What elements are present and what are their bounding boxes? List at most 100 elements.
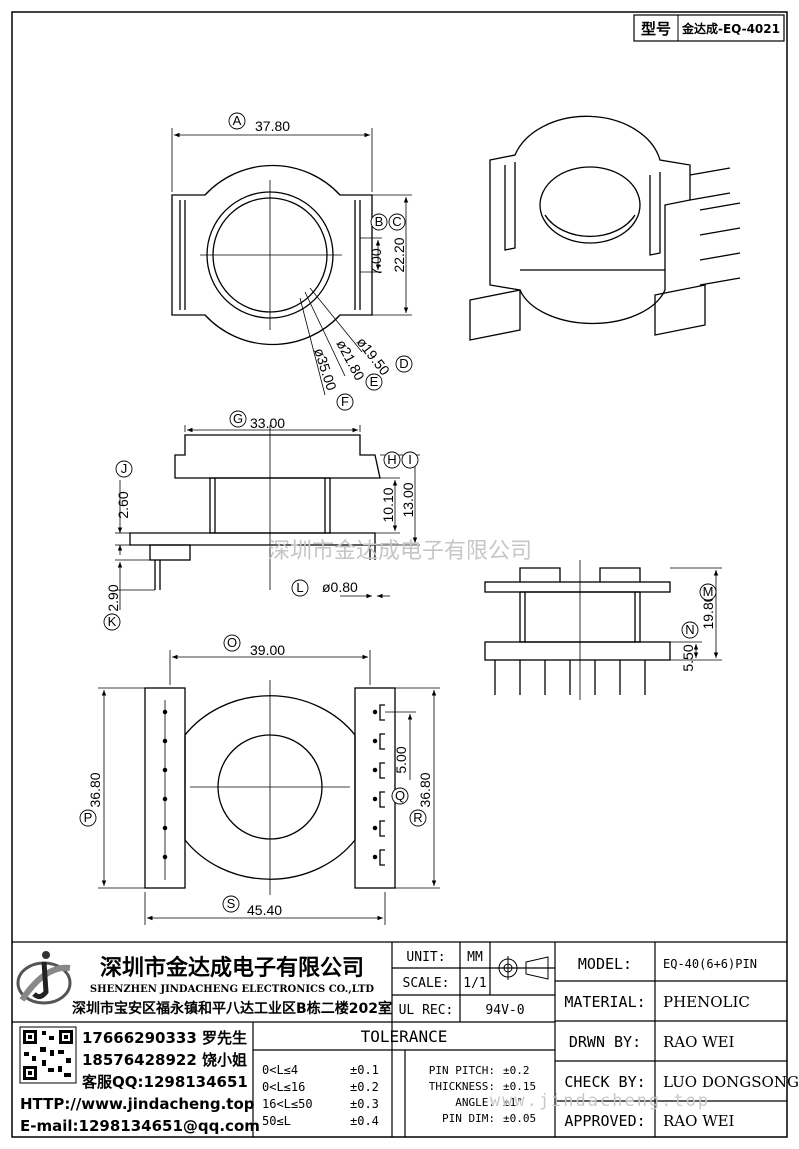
tol-extra-value-1: ±0.2 <box>503 1064 530 1077</box>
company-address: 深圳市宝安区福永镇和平八达工业区B栋二楼202室 <box>72 1000 392 1017</box>
dim-d35-00: ø35.00 <box>311 346 340 393</box>
tol-extra-label-2: THICKNESS: <box>429 1080 495 1093</box>
callout-g: G <box>229 410 247 428</box>
svg-text:A: A <box>233 113 242 128</box>
dim-side-10-10: 10.10 <box>380 487 396 522</box>
ul-label: UL REC: <box>399 1003 454 1018</box>
field-label-drawn: DRWN BY: <box>569 1033 641 1051</box>
title-block <box>12 941 787 1137</box>
svg-text:C: C <box>392 214 401 229</box>
sheet-border <box>11 11 788 1138</box>
svg-text:I: I <box>408 452 412 467</box>
projection-symbol-icon <box>496 956 549 980</box>
unit-value: MM <box>467 950 483 965</box>
dim-bottom-height-left: 36.80 <box>87 772 103 807</box>
svg-text:N: N <box>685 622 694 637</box>
bottom-view <box>144 680 396 895</box>
field-label-approved: APPROVED: <box>564 1112 645 1130</box>
callout-n: N <box>681 621 699 639</box>
field-value-drawn: RAO WEI <box>663 1033 735 1051</box>
callout-e: E <box>365 373 383 391</box>
callout-a: A <box>228 112 246 130</box>
top-view <box>171 164 373 346</box>
scale-value: 1/1 <box>463 976 486 991</box>
svg-text:D: D <box>399 356 408 371</box>
tol-range-2: 0<L≤16 <box>262 1080 305 1094</box>
svg-text:F: F <box>341 394 349 409</box>
callout-q: Q <box>391 787 409 805</box>
dim-front-19-80: 19.80 <box>700 594 716 629</box>
callout-h: H <box>383 451 401 469</box>
field-value-model: EQ-40(6+6)PIN <box>663 957 757 971</box>
front-view-dims <box>670 567 722 661</box>
scale-label: SCALE: <box>403 976 450 991</box>
callout-r: R <box>409 809 427 827</box>
tol-range-4: 50≤L <box>262 1114 291 1128</box>
dim-bottom-width: 45.40 <box>247 902 282 918</box>
watermark-center: 深圳市金达成电子有限公司 <box>268 539 532 564</box>
model-badge-value: 金达成-EQ-4021 <box>681 21 780 36</box>
callout-s: S <box>222 895 240 913</box>
side-view <box>129 425 381 590</box>
model-badge-label: 型号 <box>641 20 671 38</box>
side-view-dims <box>115 425 420 610</box>
callout-j: J <box>115 460 133 478</box>
callout-k: K <box>103 613 121 631</box>
tol-value-4: ±0.4 <box>350 1114 379 1128</box>
svg-text:O: O <box>227 635 237 650</box>
tol-value-2: ±0.2 <box>350 1080 379 1094</box>
callout-p: P <box>79 809 97 827</box>
svg-text:L: L <box>296 580 303 595</box>
dim-bottom-height-right: 36.80 <box>417 772 433 807</box>
svg-text:K: K <box>108 614 117 629</box>
callout-c: C <box>388 213 406 231</box>
dim-bottom-width-top: 39.00 <box>250 642 285 658</box>
tol-value-3: ±0.3 <box>350 1097 379 1111</box>
contact-email: E-mail:1298134651@qq.com <box>20 1117 260 1135</box>
company-name-en: SHENZHEN JINDACHENG ELECTRONICS CO.,LTD <box>90 984 374 995</box>
callout-m: M <box>699 583 717 601</box>
svg-text:H: H <box>387 452 396 467</box>
field-value-check: LUO DONGSONG <box>663 1073 799 1091</box>
tol-range-3: 16<L≤50 <box>262 1097 313 1111</box>
tol-extra-value-2: ±0.15 <box>503 1080 536 1093</box>
company-name: 深圳市金达成电子有限公司 <box>100 955 364 981</box>
tol-range-1: 0<L≤4 <box>262 1063 298 1077</box>
dim-top-inner: 7.00 <box>368 248 384 275</box>
dim-side-width: 33.00 <box>250 415 285 431</box>
svg-text:B: B <box>375 214 384 229</box>
callout-o: O <box>223 634 241 652</box>
qr-code-icon <box>19 1026 77 1084</box>
dim-top-width: 37.80 <box>255 118 290 134</box>
dim-side-2-60: 2.60 <box>115 491 131 518</box>
svg-text:E: E <box>370 374 379 389</box>
svg-text:P: P <box>84 810 93 825</box>
callout-i: I <box>401 451 419 469</box>
svg-text:S: S <box>227 896 236 911</box>
top-view-dims <box>171 128 412 396</box>
callouts: A B C D E F G H I J K L M N O P Q R S <box>79 112 717 913</box>
ul-value: 94V-0 <box>485 1003 524 1018</box>
tol-extra-value-4: ±0.05 <box>503 1112 536 1125</box>
field-label-model: MODEL: <box>578 955 632 973</box>
dim-pin-length: 2.90 <box>105 584 121 611</box>
model-badge: 型号 金达成-EQ-4021 <box>633 14 785 42</box>
tolerance-title: TOLERANCE <box>361 1027 448 1046</box>
callout-l: L <box>291 579 309 597</box>
contact-website: HTTP://www.jindacheng.top <box>20 1095 255 1113</box>
tol-value-1: ±0.1 <box>350 1063 379 1077</box>
contact-phone-1: 17666290333 罗先生 <box>82 1029 247 1047</box>
dim-bottom-pitch: 5.00 <box>393 746 409 773</box>
contact-qq: 客服QQ:1298134651 <box>81 1073 248 1091</box>
bottom-view-dims <box>98 650 440 925</box>
isometric-view <box>469 115 741 341</box>
tol-extra-label-4: PIN DIM: <box>442 1112 495 1125</box>
front-view <box>484 560 671 700</box>
callout-b: B <box>370 213 388 231</box>
svg-text:G: G <box>233 411 243 426</box>
callout-f: F <box>336 393 354 411</box>
tol-extra-label-1: PIN PITCH: <box>429 1064 495 1077</box>
watermark-bottom: www.jindacheng.top <box>490 1091 710 1111</box>
dim-top-height: 22.20 <box>391 237 407 272</box>
dim-pin-diameter: ø0.80 <box>322 579 358 595</box>
